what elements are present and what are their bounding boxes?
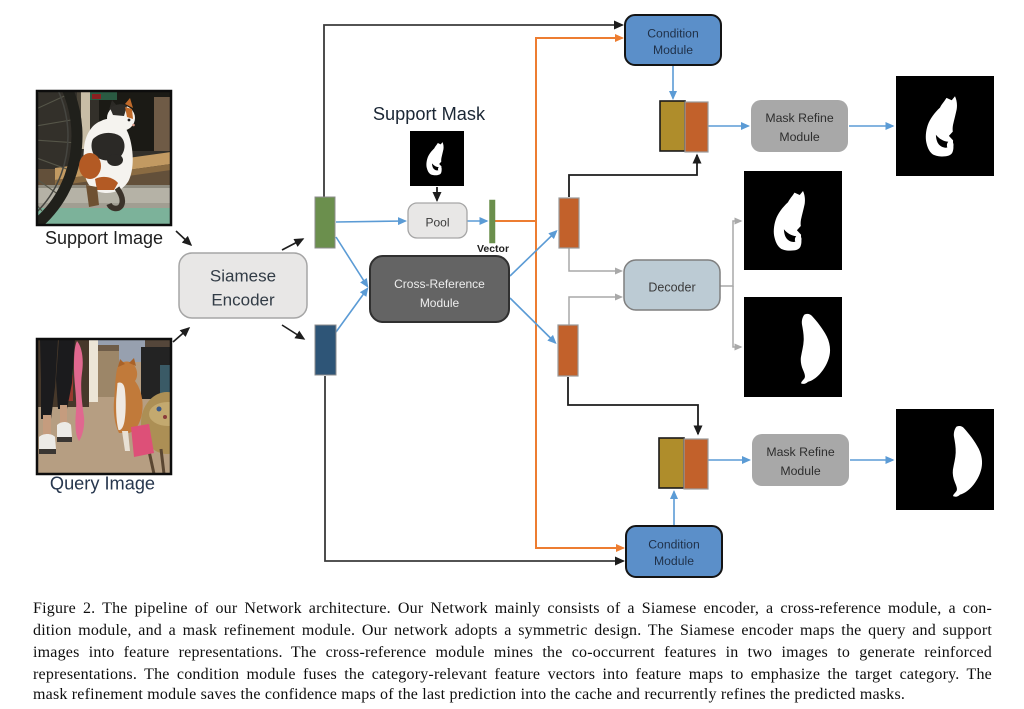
svg-text:Condition: Condition [648,538,700,552]
svg-text:Vector: Vector [477,243,509,255]
svg-text:Condition: Condition [647,27,699,41]
svg-text:Module: Module [780,464,820,478]
svg-text:Cross-Reference: Cross-Reference [394,277,485,291]
svg-text:Module: Module [653,43,693,57]
svg-text:Support Image: Support Image [45,228,163,248]
svg-text:Mask Refine: Mask Refine [766,445,835,459]
svg-text:Module: Module [654,554,694,568]
svg-text:Decoder: Decoder [648,281,695,295]
svg-text:Query Image: Query Image [50,474,155,494]
svg-text:Pool: Pool [425,216,449,230]
svg-text:Support Mask: Support Mask [373,104,486,124]
svg-text:Encoder: Encoder [211,291,275,310]
svg-text:Module: Module [779,130,819,144]
svg-text:Siamese: Siamese [210,267,276,286]
svg-text:Module: Module [420,296,460,310]
svg-text:Mask Refine: Mask Refine [765,111,834,125]
